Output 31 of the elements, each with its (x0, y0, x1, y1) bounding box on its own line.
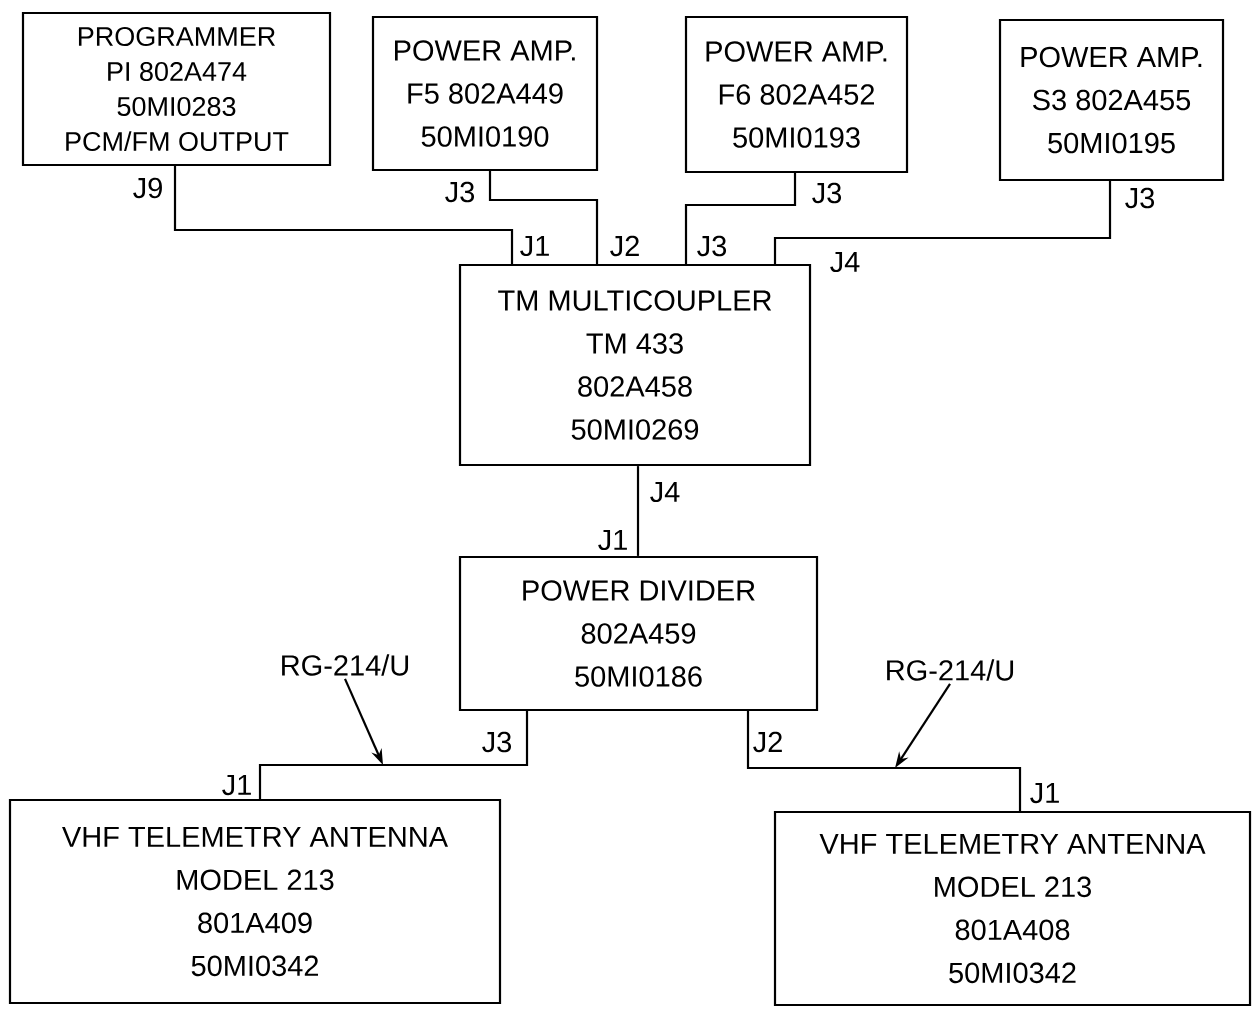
cable-line (773, 181, 1112, 264)
connector-label: J9 (133, 177, 162, 199)
component-box: POWER AMP. F6 802A452 50MI0193 (684, 15, 909, 174)
connector-label: J3 (482, 731, 512, 753)
connector-label: J1 (222, 774, 251, 796)
cable-label: RG-214/U (282, 654, 409, 676)
component-box: VHF TELEMETRY ANTENNA MODEL 213 801A409 50MI0342 (8, 798, 502, 1005)
connector-label: J4 (830, 251, 860, 273)
cable-line (488, 171, 599, 264)
component-box: POWER AMP. F5 802A449 50MI0190 (371, 15, 599, 172)
cable-line (258, 711, 529, 799)
component-box: POWER AMP. S3 802A455 50MI0195 (998, 18, 1225, 182)
connector-label: J1 (598, 529, 627, 551)
connector-label: J2 (610, 235, 639, 257)
connector-label: J1 (520, 235, 549, 257)
component-box: POWER DIVIDER 802A459 50MI0186 (458, 555, 819, 712)
connector-label: J3 (445, 181, 475, 203)
component-box: TM MULTICOUPLER TM 433 802A458 50MI0269 (458, 263, 812, 467)
component-box: VHF TELEMETRY ANTENNA MODEL 213 801A408 50MI0342 (773, 810, 1252, 1007)
connector-label: J3 (697, 235, 727, 257)
component-box: PROGRAMMER PI 802A474 50MI0283 PCM/FM OUTPUT (21, 11, 332, 167)
connector-label: J4 (650, 481, 680, 503)
connector-label: J2 (753, 731, 782, 753)
cable-line (746, 711, 1022, 811)
cable-label: RG-214/U (887, 659, 1014, 681)
cable-line (684, 173, 797, 264)
cable-line (636, 466, 640, 556)
cable-line (173, 166, 514, 264)
connector-label: J3 (812, 182, 842, 204)
connector-label: J3 (1125, 187, 1155, 209)
connector-label: J1 (1030, 782, 1059, 804)
